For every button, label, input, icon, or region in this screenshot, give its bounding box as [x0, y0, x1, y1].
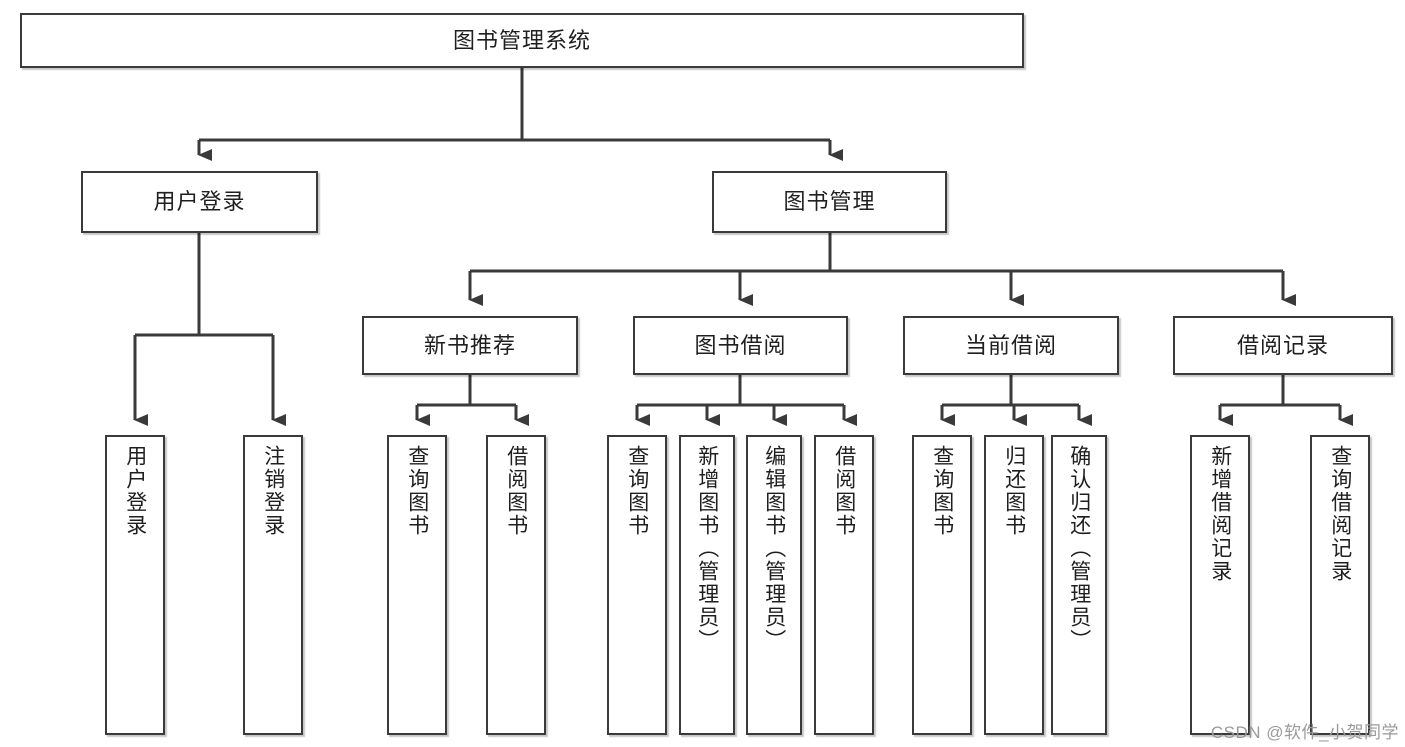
node-label: 查询借阅记录 — [1328, 445, 1352, 583]
node-label: 当前借阅 — [964, 332, 1057, 358]
node-book-borrow[interactable]: 图书借阅 — [633, 316, 848, 375]
node-label: 图书借阅 — [694, 332, 787, 358]
node-label: 归还图书 — [1002, 445, 1026, 537]
node-label: 查询图书 — [930, 445, 954, 537]
leaf-recommend-borrow-book[interactable]: 借阅图书 — [486, 435, 546, 735]
node-label: 用户登录 — [153, 189, 246, 215]
node-label: 借阅图书 — [832, 445, 856, 537]
node-label: 注销登录 — [261, 445, 285, 537]
node-label: 查询图书 — [625, 445, 649, 537]
leaf-user-login[interactable]: 用户登录 — [105, 435, 165, 735]
leaf-record-query-borrow-record[interactable]: 查询借阅记录 — [1310, 435, 1370, 735]
leaf-record-add-borrow-record[interactable]: 新增借阅记录 — [1190, 435, 1250, 735]
leaf-current-confirm-return-admin[interactable]: 确认归还（管理员） — [1051, 435, 1107, 735]
leaf-current-query-book[interactable]: 查询图书 — [912, 435, 972, 735]
leaf-user-logout[interactable]: 注销登录 — [243, 435, 303, 735]
node-book-management-system[interactable]: 图书管理系统 — [20, 13, 1024, 68]
leaf-recommend-query-book[interactable]: 查询图书 — [387, 435, 447, 735]
node-new-book-recommend[interactable]: 新书推荐 — [362, 316, 578, 375]
node-label: 借阅记录 — [1236, 332, 1329, 358]
node-label: 借阅图书 — [504, 445, 528, 537]
node-label: 查询图书 — [405, 445, 429, 537]
node-label: 新书推荐 — [423, 332, 516, 358]
leaf-borrow-edit-book-admin[interactable]: 编辑图书（管理员） — [746, 435, 802, 735]
node-user-login[interactable]: 用户登录 — [81, 171, 318, 233]
node-book-manage[interactable]: 图书管理 — [712, 171, 947, 233]
node-label: 用户登录 — [123, 445, 147, 537]
node-borrow-record[interactable]: 借阅记录 — [1173, 316, 1393, 375]
node-label: 编辑图书（管理员） — [762, 445, 786, 652]
leaf-current-return-book[interactable]: 归还图书 — [984, 435, 1044, 735]
node-label: 新增借阅记录 — [1208, 445, 1232, 583]
csdn-watermark: CSDN @软件_小贺同学 — [1210, 723, 1399, 742]
node-label: 新增图书（管理员） — [695, 445, 719, 652]
node-label: 图书管理 — [783, 189, 876, 215]
leaf-borrow-add-book-admin[interactable]: 新增图书（管理员） — [679, 435, 735, 735]
leaf-borrow-query-book[interactable]: 查询图书 — [607, 435, 667, 735]
node-label: 确认归还（管理员） — [1067, 445, 1091, 652]
leaf-borrow-borrow-book[interactable]: 借阅图书 — [814, 435, 874, 735]
node-current-borrow[interactable]: 当前借阅 — [903, 316, 1119, 375]
node-label: 图书管理系统 — [452, 27, 591, 53]
